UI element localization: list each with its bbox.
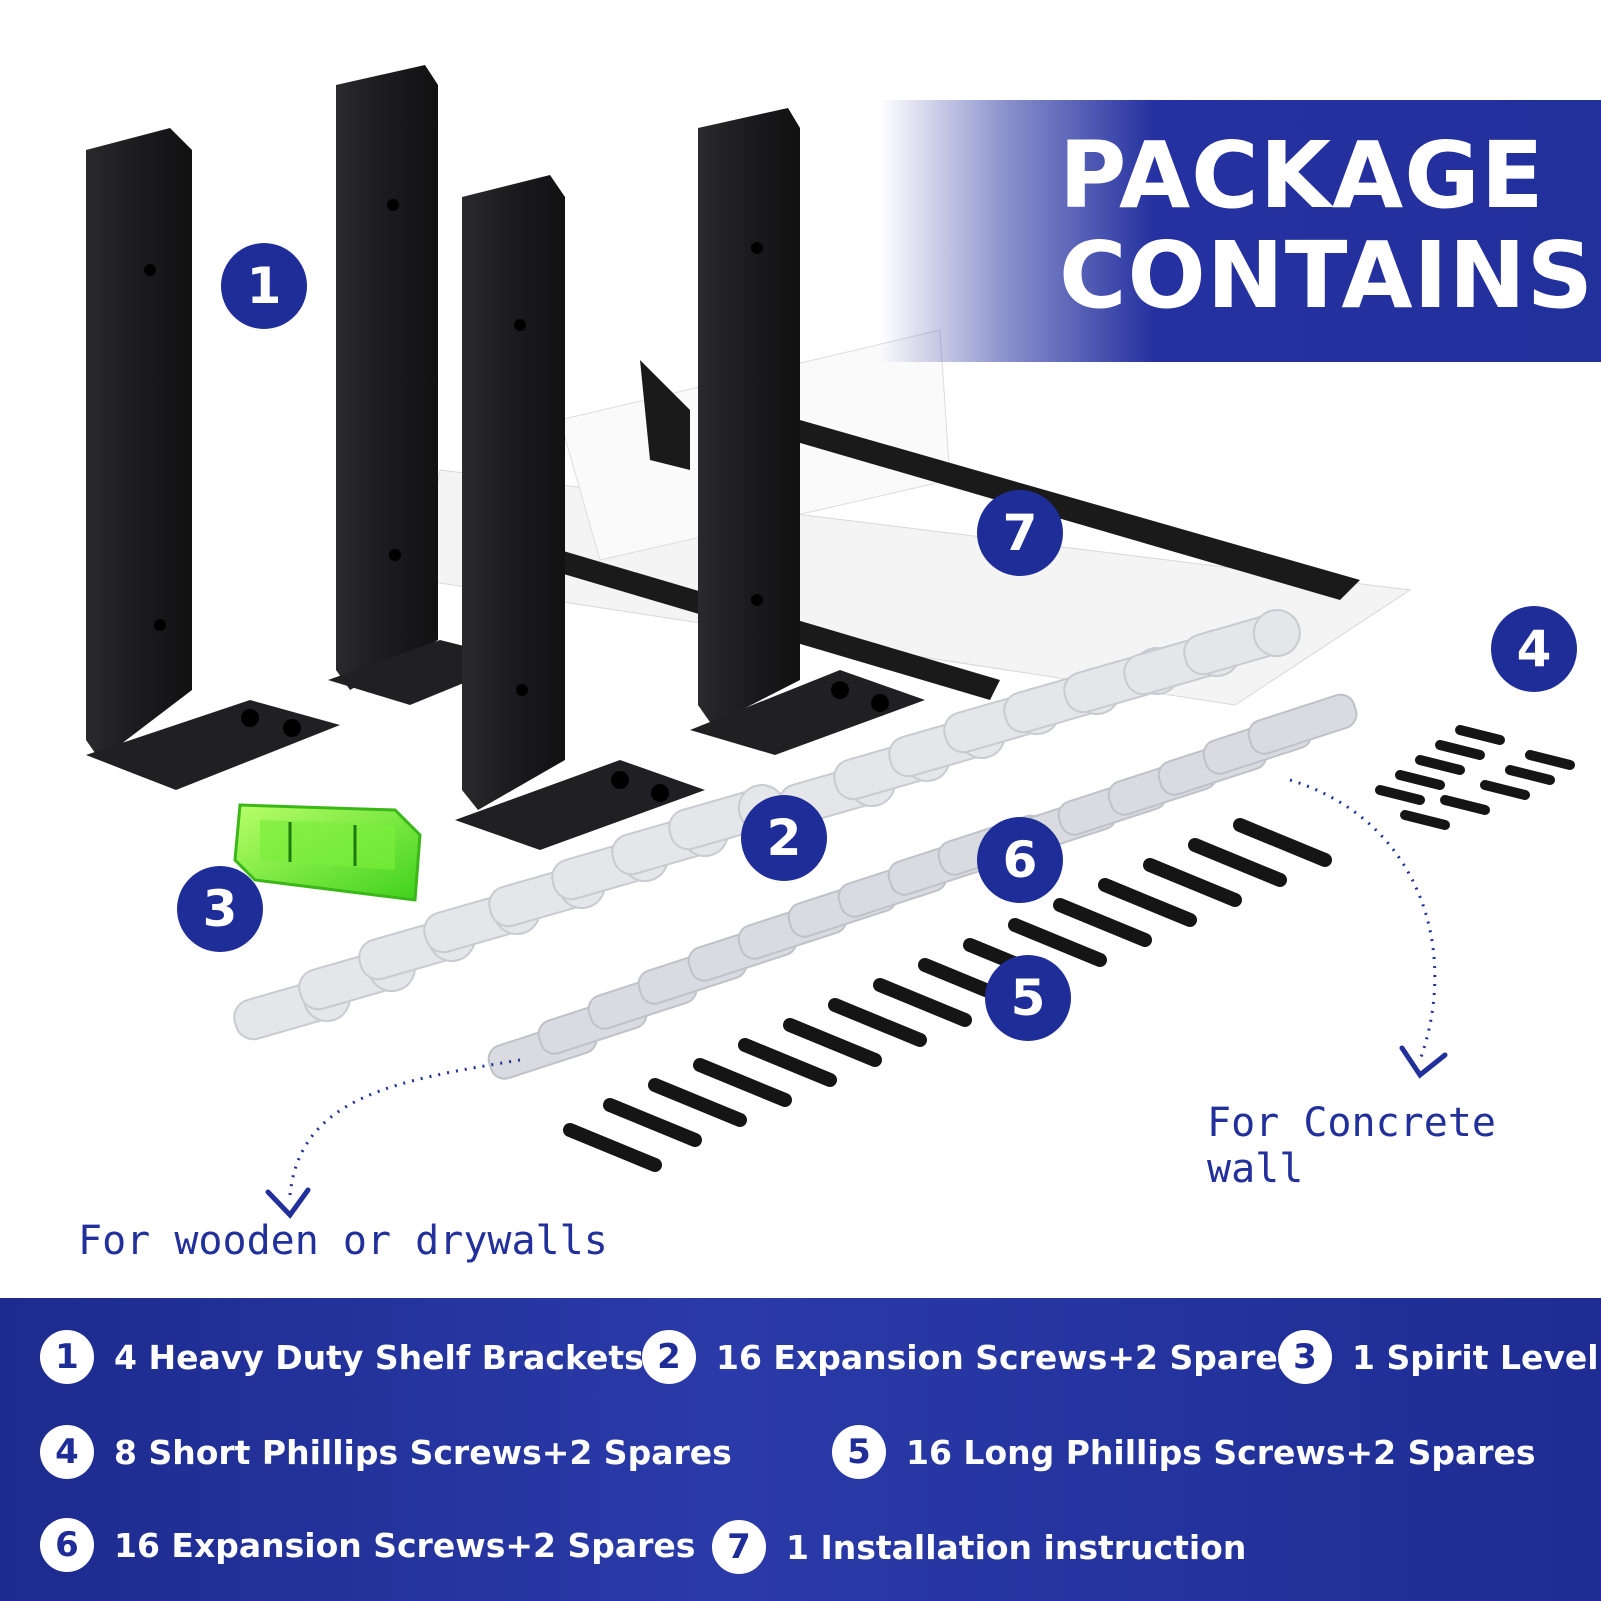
legend-text-4: 8 Short Phillips Screws+2 Spares: [114, 1432, 732, 1472]
marker-3: 3: [177, 866, 263, 952]
legend-item-7: 7 1 Installation instruction: [712, 1520, 1246, 1574]
legend-number-1: 1: [40, 1330, 94, 1384]
legend-item-6: 6 16 Expansion Screws+2 Spares: [40, 1518, 695, 1572]
banner-title-line2: CONTAINS: [1059, 222, 1595, 329]
legend-item-1: 1 4 Heavy Duty Shelf Brackets: [40, 1330, 644, 1384]
legend-text-7: 1 Installation instruction: [786, 1527, 1247, 1567]
legend-text-5: 16 Long Phillips Screws+2 Spares: [906, 1432, 1536, 1472]
shelf-bracket-1: [86, 128, 340, 790]
legend-item-2: 2 16 Expansion Screws+2 Spares: [642, 1330, 1297, 1384]
package-contents-illustration: [86, 65, 1575, 1219]
marker-7: 7: [977, 490, 1063, 576]
header-banner: PACKAGE CONTAINS: [880, 100, 1601, 362]
arrowhead-concrete: [1399, 1045, 1448, 1079]
banner-title: PACKAGE CONTAINS: [1059, 122, 1595, 329]
arrowhead-wooden: [265, 1187, 311, 1219]
marker-2: 2: [741, 795, 827, 881]
arrow-to-wooden-note: [288, 1058, 521, 1196]
contents-legend: 1 4 Heavy Duty Shelf Brackets 2 16 Expan…: [0, 1298, 1601, 1601]
marker-6: 6: [977, 817, 1063, 903]
legend-number-7: 7: [712, 1520, 766, 1574]
wooden-wall-note: For wooden or drywalls: [78, 1218, 608, 1264]
marker-5: 5: [985, 955, 1071, 1041]
legend-number-6: 6: [40, 1518, 94, 1572]
legend-text-3: 1 Spirit Level: [1352, 1337, 1599, 1377]
legend-number-3: 3: [1278, 1330, 1332, 1384]
legend-number-4: 4: [40, 1425, 94, 1479]
shelf-bracket-4: [690, 108, 925, 755]
shelf-bracket-3: [455, 175, 705, 850]
banner-title-line1: PACKAGE: [1059, 122, 1545, 229]
legend-item-5: 5 16 Long Phillips Screws+2 Spares: [832, 1425, 1536, 1479]
concrete-anchors: [487, 693, 1358, 1080]
legend-item-4: 4 8 Short Phillips Screws+2 Spares: [40, 1425, 732, 1479]
concrete-wall-note: For Concrete wall: [1207, 1100, 1496, 1192]
legend-item-3: 3 1 Spirit Level: [1278, 1330, 1599, 1384]
legend-number-5: 5: [832, 1425, 886, 1479]
legend-text-1: 4 Heavy Duty Shelf Brackets: [114, 1337, 644, 1377]
legend-text-2: 16 Expansion Screws+2 Spares: [716, 1337, 1298, 1377]
marker-1: 1: [221, 243, 307, 329]
legend-number-2: 2: [642, 1330, 696, 1384]
legend-text-6: 16 Expansion Screws+2 Spares: [114, 1525, 696, 1565]
spirit-level: [233, 803, 422, 902]
short-phillips-screws: [1375, 725, 1575, 830]
marker-4: 4: [1491, 606, 1577, 692]
